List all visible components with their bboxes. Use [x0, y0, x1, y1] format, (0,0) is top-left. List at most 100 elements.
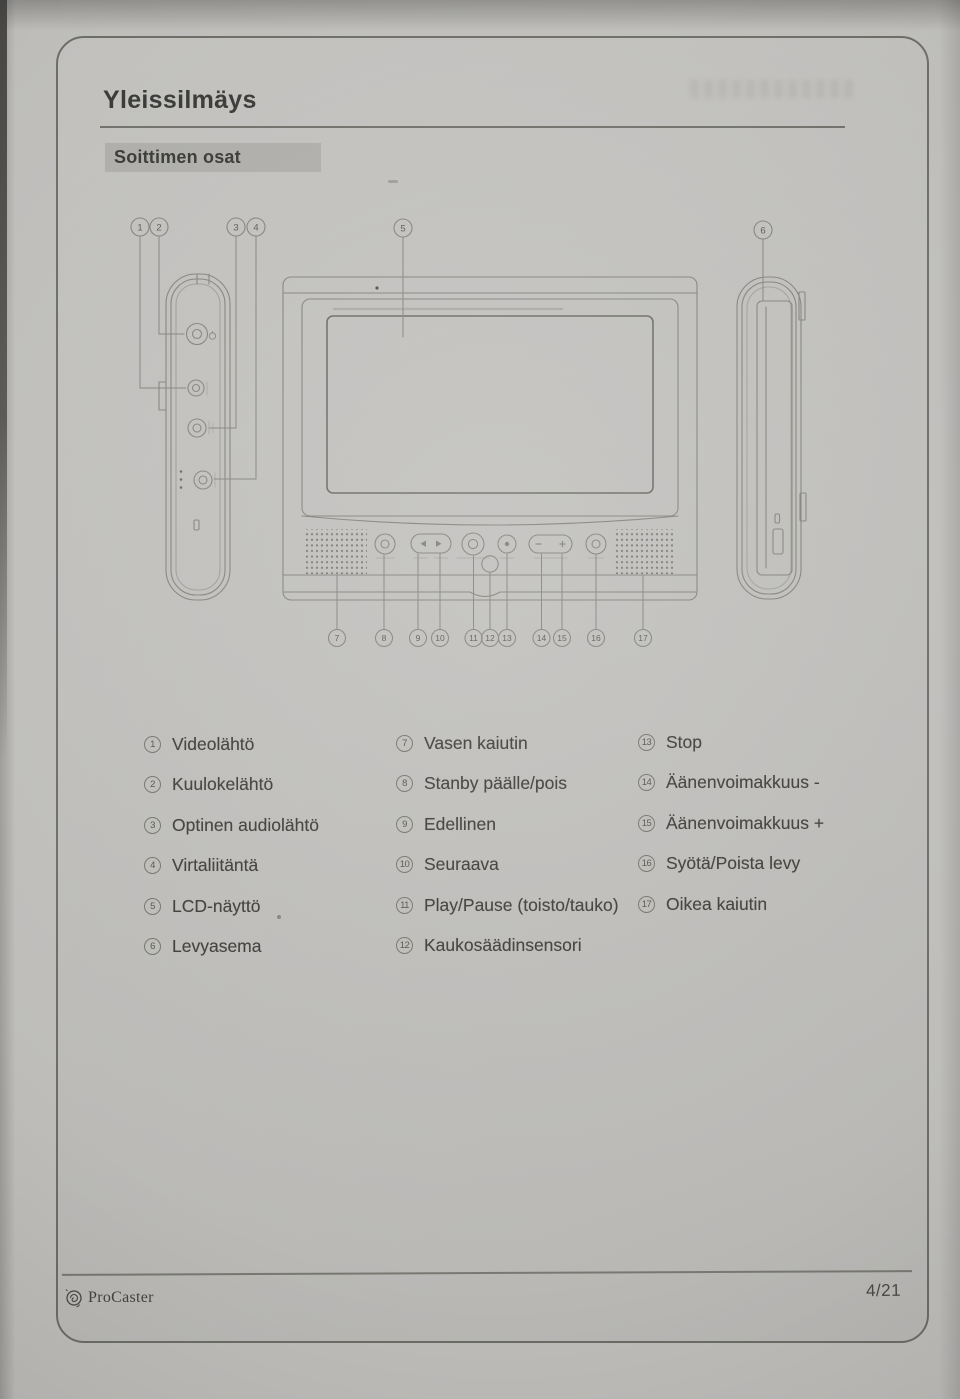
- item-number: 9: [396, 815, 413, 833]
- svg-text:9: 9: [416, 633, 421, 643]
- legend-item: 13 Stop: [638, 732, 824, 752]
- item-label: Syötä/Poista levy: [666, 853, 801, 873]
- svg-text:5: 5: [400, 224, 405, 235]
- svg-text:13: 13: [502, 633, 512, 643]
- legend-item: 1 Videolähtö: [144, 734, 319, 754]
- device-diagram: 1 2 3 4 5 6 7 8 9 10 11 12 13 14 15 16 1…: [130, 217, 807, 648]
- callout-16: 16: [586, 628, 606, 648]
- svg-text:6: 6: [760, 226, 765, 237]
- item-label: Äänenvoimakkuus -: [666, 772, 820, 792]
- callout-1: 1: [130, 217, 150, 237]
- legend-item: 8 Stanby päälle/pois: [396, 773, 619, 794]
- scan-speck: [388, 180, 398, 183]
- right-speaker-grille: [613, 529, 675, 574]
- item-label: Edellinen: [424, 813, 496, 834]
- power-jack: [179, 470, 216, 490]
- standby-button: [374, 533, 396, 559]
- item-label: Oikea kaiutin: [666, 893, 768, 914]
- legend-item: 14 Äänenvoimakkuus -: [638, 772, 824, 793]
- callout-10: 10: [430, 628, 450, 648]
- play-pause-button: [456, 532, 490, 559]
- brand-logo: ProCaster: [64, 1288, 154, 1308]
- disc-slot: [756, 300, 793, 576]
- title-rule: [100, 126, 845, 128]
- svg-text:1: 1: [137, 223, 142, 234]
- callout-6: 6: [753, 220, 773, 240]
- item-number: 7: [396, 734, 413, 752]
- video-out-jack: [187, 379, 208, 397]
- svg-text:3: 3: [233, 223, 238, 234]
- callout-lines: [139, 235, 764, 630]
- item-label: Play/Pause (toisto/tauko): [424, 894, 619, 915]
- callout-12: 12: [480, 628, 500, 648]
- legend-item: 17 Oikea kaiutin: [638, 894, 824, 914]
- item-label: Videolähtö: [172, 733, 255, 754]
- callout-2: 2: [149, 217, 169, 237]
- callout-9: 9: [408, 628, 428, 648]
- svg-text:4: 4: [253, 223, 258, 234]
- item-number: 12: [396, 937, 413, 954]
- item-number: 13: [638, 733, 655, 751]
- legend-item: 15 Äänenvoimakkuus +: [638, 813, 824, 833]
- callout-5: 5: [393, 218, 413, 238]
- reset-hole: [193, 519, 200, 531]
- svg-text:17: 17: [638, 633, 648, 643]
- volume-button: [528, 534, 573, 559]
- callout-14: 14: [532, 628, 551, 648]
- item-label: Stop: [666, 731, 702, 752]
- item-label: Levyasema: [172, 936, 262, 956]
- legend-column-3: 13 Stop 14 Äänenvoimakkuus - 15 Äänenvoimak…: [638, 732, 824, 935]
- svg-text:16: 16: [591, 633, 601, 643]
- item-number: 1: [144, 735, 161, 753]
- item-number: 11: [396, 896, 413, 914]
- svg-text:14: 14: [537, 633, 547, 643]
- item-number: 15: [638, 814, 655, 832]
- disc-indicator: [774, 513, 781, 524]
- page-number: 4/21: [865, 1280, 902, 1301]
- left-speaker-grille: [305, 529, 367, 574]
- scan-speck: [277, 915, 281, 919]
- item-label: LCD-näyttö: [172, 895, 261, 916]
- svg-text:2: 2: [156, 223, 161, 234]
- callout-7: 7: [327, 628, 347, 648]
- item-label: Äänenvoimakkuus +: [666, 812, 825, 833]
- callout-4: 4: [246, 217, 266, 237]
- svg-text:10: 10: [435, 633, 445, 643]
- legend-item: 2 Kuulokelähtö: [144, 774, 319, 795]
- callout-11: 11: [464, 628, 483, 648]
- item-number: 4: [144, 857, 161, 874]
- right-side-view: [736, 276, 807, 600]
- item-label: Optinen audiolähtö: [172, 814, 319, 835]
- svg-text:7: 7: [335, 633, 340, 643]
- callout-3: 3: [226, 217, 246, 237]
- callout-17: 17: [633, 628, 653, 648]
- legend-item: 9 Edellinen: [396, 814, 619, 834]
- item-number: 6: [144, 938, 161, 955]
- svg-text:11: 11: [469, 633, 478, 643]
- item-number: 3: [144, 816, 161, 834]
- item-number: 2: [144, 776, 161, 793]
- item-number: 17: [638, 895, 655, 913]
- callout-13: 13: [497, 628, 517, 648]
- legend-item: 6 Levyasema: [144, 936, 319, 957]
- callout-8: 8: [374, 628, 394, 648]
- scan-edge-shadow: [0, 0, 7, 760]
- item-number: 10: [396, 856, 413, 873]
- legend-column-1: 1 Videolähtö 2 Kuulokelähtö 3 Optinen audio…: [144, 734, 319, 977]
- left-side-view: [158, 273, 231, 601]
- screen-bezel: [301, 298, 679, 517]
- item-number: 8: [396, 775, 413, 792]
- section-heading: Soittimen osat: [105, 143, 321, 172]
- item-label: Kuulokelähtö: [172, 774, 274, 794]
- brand-name: ProCaster: [88, 1289, 154, 1306]
- front-view: [282, 276, 698, 601]
- svg-text:15: 15: [557, 633, 567, 643]
- item-number: 14: [638, 774, 655, 791]
- callout-15: 15: [552, 628, 572, 648]
- item-label: Stanby päälle/pois: [424, 773, 568, 793]
